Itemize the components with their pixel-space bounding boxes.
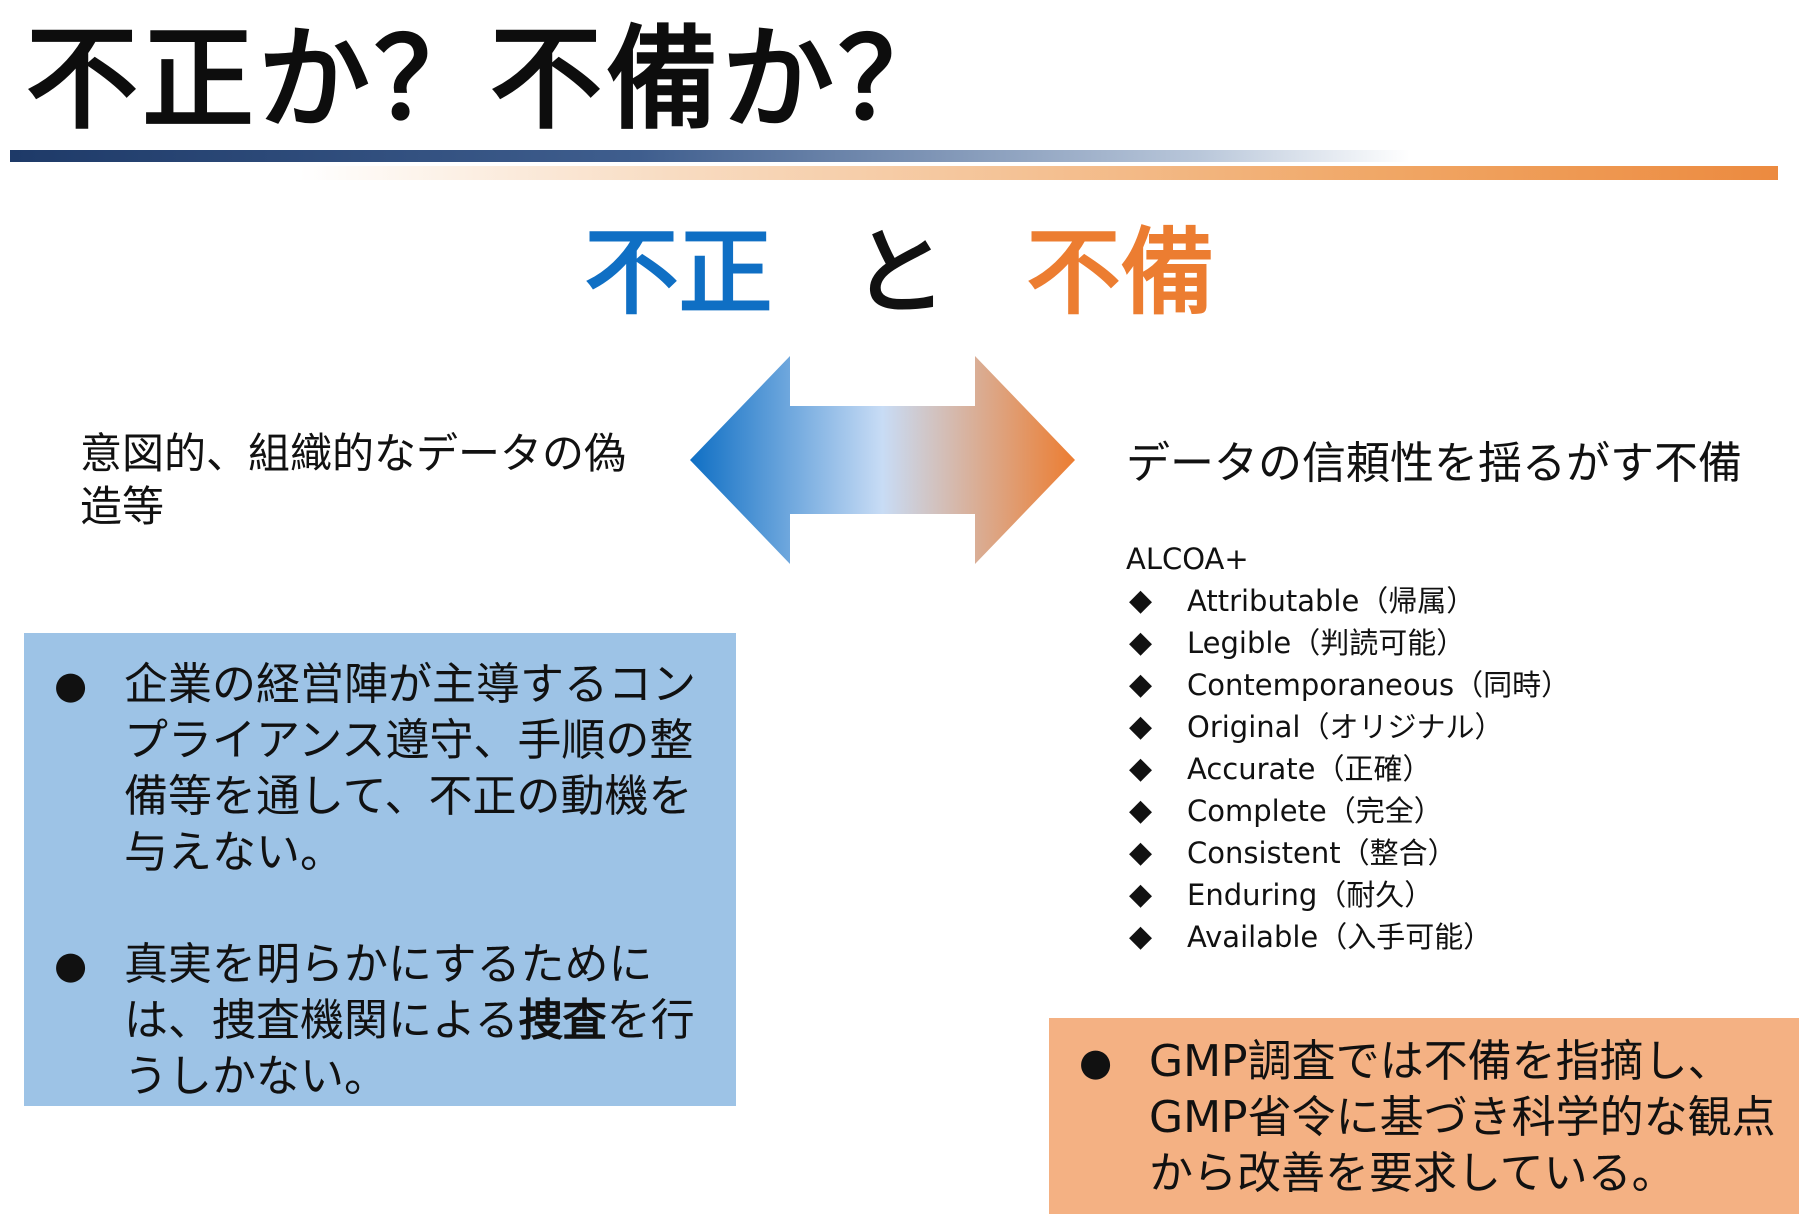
slide-title: 不正か？不備か？	[26, 15, 954, 145]
alcoa-item: ◆ Complete（完全）	[1126, 790, 1766, 832]
heading-fubi: 不備	[1026, 219, 1215, 328]
alcoa-item: ◆ Consistent（整合）	[1126, 832, 1766, 874]
fubi-description: データの信頼性を揺るがす不備	[1126, 438, 1742, 489]
diamond-bullet-icon: ◆	[1129, 919, 1153, 954]
bullet-text-before: 真実を明らかにするためには、捜査機関による	[124, 939, 653, 1046]
diamond-bullet-icon: ◆	[1129, 835, 1153, 870]
heading-to: と	[852, 219, 947, 328]
diamond-bullet-icon: ◆	[1129, 667, 1153, 702]
alcoa-list: ◆ Attributable（帰属） ◆ Legible（判読可能） ◆ Contem…	[1126, 580, 1766, 958]
bullet-text: 企業の経営陣が主導するコンプライアンス遵守、手順の整備等を通して、不正の動機を与…	[124, 659, 696, 878]
diamond-bullet-icon: ◆	[1129, 793, 1153, 828]
list-item: ● GMP調査では不備を指摘し、GMP省令に基づき科学的な観点から改善を要求して…	[1065, 1034, 1789, 1202]
diamond-bullet-icon: ◆	[1129, 583, 1153, 618]
bullet-dot-icon: ●	[1079, 1040, 1113, 1084]
bullet-spacer	[40, 881, 716, 937]
list-item: ● 企業の経営陣が主導するコンプライアンス遵守、手順の整備等を通して、不正の動機…	[40, 657, 716, 881]
bullet-dot-icon: ●	[54, 663, 88, 707]
alcoa-item: ◆ Contemporaneous（同時）	[1126, 664, 1766, 706]
alcoa-item: ◆ Legible（判読可能）	[1126, 622, 1766, 664]
alcoa-item: ◆ Enduring（耐久）	[1126, 874, 1766, 916]
bullet-dot-icon: ●	[54, 943, 88, 987]
bullet-text: 真実を明らかにするためには、捜査機関による捜査を行うしかない。	[124, 937, 716, 1105]
alcoa-item-label: Complete（完全）	[1187, 794, 1443, 828]
diamond-bullet-icon: ◆	[1129, 625, 1153, 660]
fusei-description: 意図的、組織的なデータの偽造等	[80, 429, 627, 531]
diamond-bullet-icon: ◆	[1129, 877, 1153, 912]
bullet-text: GMP調査では不備を指摘し、GMP省令に基づき科学的な観点から改善を要求している…	[1149, 1036, 1776, 1199]
alcoa-item: ◆ Original（オリジナル）	[1126, 706, 1766, 748]
bullet-text-after: を行うしかない。	[124, 995, 695, 1102]
comparison-heading: 不正と不備	[0, 219, 1799, 328]
title-underline-orange	[300, 166, 1778, 180]
alcoa-item-label: Available（入手可能）	[1187, 920, 1493, 954]
title-underline-navy	[10, 150, 1410, 162]
double-arrow-icon	[690, 356, 1075, 564]
fusei-countermeasure-box: ● 企業の経営陣が主導するコンプライアンス遵守、手順の整備等を通して、不正の動機…	[24, 633, 736, 1106]
bullet-text-emphasis: 捜査	[518, 995, 607, 1046]
diamond-bullet-icon: ◆	[1129, 709, 1153, 744]
alcoa-item-label: Legible（判読可能）	[1187, 626, 1466, 660]
alcoa-section: ALCOA+ ◆ Attributable（帰属） ◆ Legible（判読可能） …	[1126, 538, 1766, 958]
alcoa-item: ◆ Available（入手可能）	[1126, 916, 1766, 958]
fubi-countermeasure-box: ● GMP調査では不備を指摘し、GMP省令に基づき科学的な観点から改善を要求して…	[1049, 1018, 1799, 1214]
alcoa-item: ◆ Accurate（正確）	[1126, 748, 1766, 790]
list-item: ● 真実を明らかにするためには、捜査機関による捜査を行うしかない。	[40, 937, 716, 1105]
alcoa-item-label: Contemporaneous（同時）	[1187, 668, 1571, 702]
alcoa-item-label: Accurate（正確）	[1187, 752, 1432, 786]
heading-fusei: 不正	[584, 219, 773, 328]
alcoa-item-label: Attributable（帰属）	[1187, 584, 1476, 618]
alcoa-item-label: Consistent（整合）	[1187, 836, 1457, 870]
diamond-bullet-icon: ◆	[1129, 751, 1153, 786]
alcoa-heading: ALCOA+	[1126, 542, 1249, 576]
alcoa-item-label: Enduring（耐久）	[1187, 878, 1434, 912]
alcoa-item-label: Original（オリジナル）	[1187, 710, 1504, 744]
alcoa-item: ◆ Attributable（帰属）	[1126, 580, 1766, 622]
